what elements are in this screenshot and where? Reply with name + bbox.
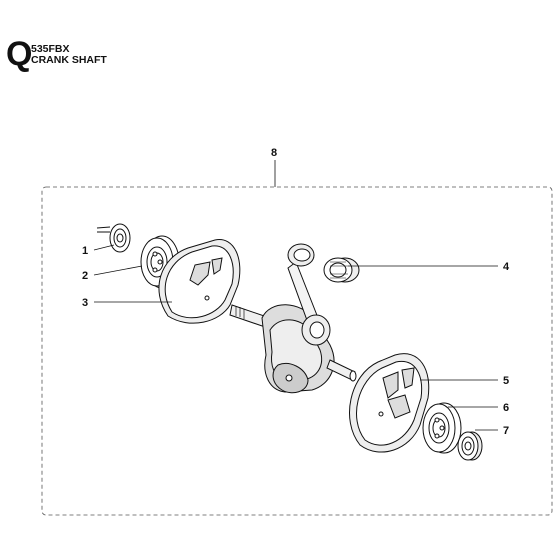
- crankshaft: [229, 243, 357, 394]
- part-1-bearing: [96, 223, 131, 253]
- part-2-bearing: [140, 235, 180, 289]
- diagram-title: CRANK SHAFT: [31, 54, 107, 66]
- callout-2: 2: [82, 270, 88, 282]
- callout-8: 8: [271, 147, 277, 159]
- section-letter: Q: [6, 35, 33, 73]
- callout-6: 6: [503, 402, 509, 414]
- part-3-crank-web: [158, 239, 241, 324]
- leader-line-1: [93, 244, 115, 251]
- model-number: 535FBX: [31, 43, 70, 55]
- part-5-crank-web: [349, 353, 430, 453]
- callout-7: 7: [503, 425, 509, 437]
- callout-3: 3: [82, 297, 88, 309]
- callout-5: 5: [503, 375, 509, 387]
- callout-1: 1: [82, 245, 88, 257]
- part-4-needle-bearing: [323, 257, 360, 283]
- assembly-boundary: [41, 186, 553, 516]
- leader-line-2: [93, 265, 143, 276]
- part-6-bearing: [422, 402, 462, 454]
- callout-4: 4: [503, 261, 510, 273]
- part-7-bearing: [457, 431, 483, 461]
